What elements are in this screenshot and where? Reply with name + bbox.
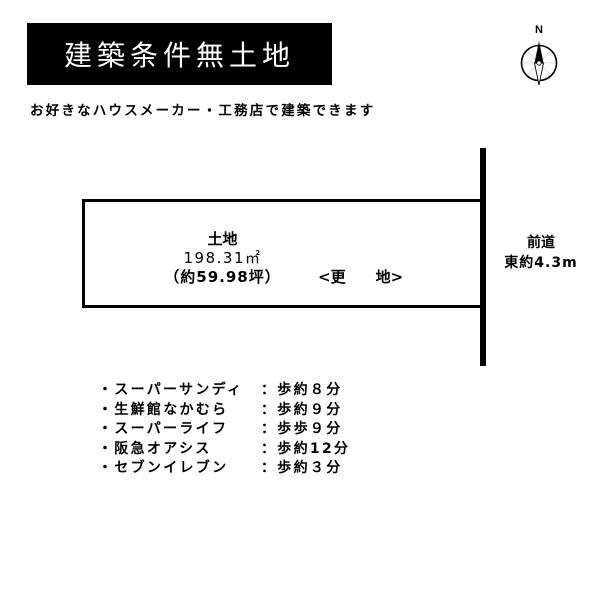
facility-walk-time: ：歩約９分: [261, 401, 343, 418]
lot-status: <更 地>: [318, 268, 404, 286]
nearby-facilities-list: ・スーパーサンディ ：歩約８分 ・生鮮館なかむら ：歩約９分 ・スーパーライフ …: [98, 381, 350, 479]
list-item: ・セブンイレブン ：歩約３分: [98, 459, 350, 479]
facility-name: ・阪急オアシス: [98, 440, 212, 457]
compass-north-icon: N: [513, 22, 565, 88]
facility-walk-time: ：歩歩９分: [261, 421, 343, 437]
road-label: 前道: [527, 235, 555, 251]
list-item: ・生鮮館なかむら ：歩約９分: [98, 401, 350, 421]
facility-name: ・セブンイレブン: [98, 460, 229, 476]
title-banner: 建築条件無土地: [27, 23, 332, 85]
facility-name: ・生鮮館なかむら: [98, 401, 229, 418]
facility-walk-time: ：歩約12分: [261, 440, 351, 457]
front-road-line: [480, 148, 486, 366]
lot-label: 土地: [207, 230, 238, 248]
page-title: 建築条件無土地: [63, 39, 295, 72]
road-width: 東約4.3m: [504, 255, 578, 271]
list-item: ・阪急オアシス ：歩約12分: [98, 440, 350, 460]
facility-walk-time: ：歩約８分: [261, 382, 343, 398]
list-item: ・スーパーライフ ：歩歩９分: [98, 420, 350, 440]
list-item: ・スーパーサンディ ：歩約８分: [98, 381, 350, 401]
facility-name: ・スーパーサンディ: [98, 382, 244, 398]
facility-walk-time: ：歩約３分: [261, 460, 343, 476]
lot-outline: [82, 199, 483, 308]
north-label: N: [535, 24, 543, 36]
lot-area: 198.31㎡: [183, 249, 262, 267]
lot-tsubo: （約59.98坪）: [164, 268, 281, 286]
subtitle: お好きなハウスメーカー・工務店で建築できます: [30, 103, 376, 119]
facility-name: ・スーパーライフ: [98, 421, 229, 437]
